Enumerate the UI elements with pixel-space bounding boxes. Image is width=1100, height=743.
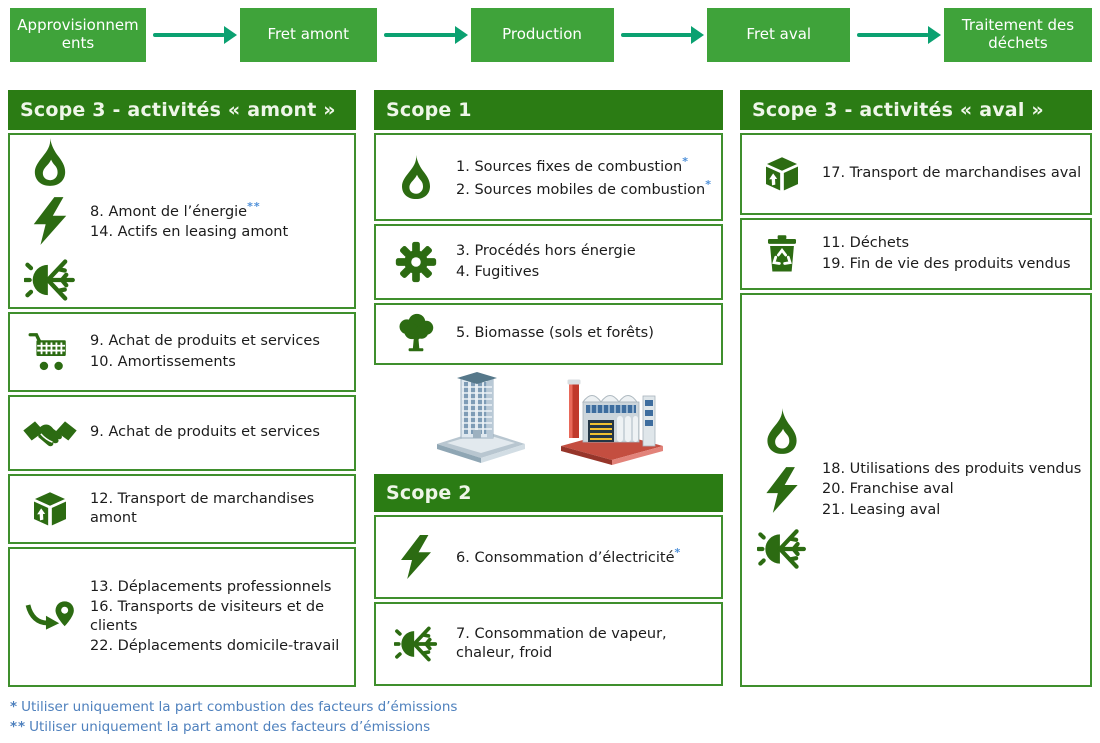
site-images [374, 364, 723, 468]
process-step-fret-amont: Fret amont [239, 8, 377, 62]
package-icon [762, 154, 802, 194]
scope3-aval-title: Scope 3 - activités « aval » [740, 90, 1092, 130]
tree-icon [393, 312, 439, 356]
double-asterisk-note: ** [247, 199, 261, 213]
scope3-amont-block-achats: 9. Achat de produits et services 10. Amo… [8, 312, 356, 392]
double-asterisk-marker: ** [10, 719, 27, 736]
scope3-amont-block-services: 9. Achat de produits et services [8, 395, 356, 471]
cold-icon [757, 524, 807, 574]
process-step-fret-aval: Fret aval [707, 8, 851, 62]
scope3-aval-block-utilisations: 18. Utilisations des produits vendus 20.… [740, 293, 1092, 687]
scope2-block-electricite: 6. Consommation d’électricité* [374, 515, 723, 599]
scope3-amont-block-deplacements: 13. Déplacements professionnels 16. Tran… [8, 547, 356, 687]
scope3-amont-column: Scope 3 - activités « amont » 8. Amont d… [8, 90, 356, 687]
cold-icon [394, 622, 438, 666]
arrow-right-icon [223, 26, 237, 44]
arrow-right-icon [928, 26, 941, 44]
asterisk-note: * [674, 546, 682, 560]
item-17: 17. Transport de marchandises aval [822, 165, 1082, 182]
item-9b: 9. Achat de produits et services [90, 424, 320, 441]
travel-icon [24, 595, 76, 639]
asterisk-note: * [682, 154, 689, 168]
scope3-amont-block-energie: 8. Amont de l’énergie** 14. Actifs en le… [8, 133, 356, 309]
item-14: 14. Actifs en leasing amont [90, 223, 289, 240]
scope1-title: Scope 1 [374, 90, 723, 130]
recycle-bin-icon [761, 233, 803, 275]
gear-icon [394, 240, 438, 284]
cold-icon [24, 254, 76, 306]
scope2-block-vapeur: 7. Consommation de vapeur, chaleur, froi… [374, 602, 723, 686]
scope1-block-procedes: 3. Procédés hors énergie 4. Fugitives [374, 224, 723, 300]
flame-icon [757, 406, 807, 456]
item-3: 3. Procédés hors énergie [456, 243, 636, 260]
process-bar: Approvisionnements Fret amont Production… [10, 8, 1092, 62]
process-step-production: Production [470, 8, 614, 62]
item-10: 10. Amortissements [90, 353, 236, 370]
item-4: 4. Fugitives [456, 263, 540, 280]
factory-image [560, 379, 663, 465]
item-21: 21. Leasing aval [822, 501, 941, 518]
process-arrow [377, 8, 471, 62]
scope2-column: Scope 2 6. Consommation d’électricité* 7… [374, 474, 723, 686]
bolt-icon [757, 465, 807, 515]
arrow-right-icon [691, 26, 705, 44]
item-18: 18. Utilisations des produits vendus [822, 461, 1082, 478]
process-arrow [850, 8, 944, 62]
bolt-icon [392, 533, 440, 581]
cart-icon [28, 330, 72, 374]
item-5: 5. Biomasse (sols et forêts) [456, 325, 654, 342]
item-8: 8. Amont de l’énergie** [90, 199, 261, 220]
footnote-combustion: *Utiliser uniquement la part combustion … [10, 699, 458, 715]
process-arrow [614, 8, 708, 62]
item-20: 20. Franchise aval [822, 481, 954, 498]
scope2-title: Scope 2 [374, 474, 723, 512]
process-step-approvisionnements: Approvisionnements [10, 8, 146, 62]
scope3-amont-title: Scope 3 - activités « amont » [8, 90, 356, 130]
package-icon [30, 489, 70, 529]
item-22: 22. Déplacements domicile-travail [90, 638, 340, 655]
footnote-amont: **Utiliser uniquement la part amont des … [10, 719, 431, 736]
office-building-image [436, 372, 525, 463]
scope3-aval-block-transport: 17. Transport de marchandises aval [740, 133, 1092, 215]
item-6: 6. Consommation d’électricité* [456, 546, 682, 566]
scope3-aval-block-dechets: 11. Déchets 19. Fin de vie des produits … [740, 218, 1092, 290]
item-9: 9. Achat de produits et services [90, 333, 320, 350]
scope3-aval-column: Scope 3 - activités « aval » 17. Transpo… [740, 90, 1092, 687]
scope1-block-biomasse: 5. Biomasse (sols et forêts) [374, 303, 723, 365]
item-1: 1. Sources fixes de combustion* [456, 154, 689, 175]
scope3-amont-block-transport: 12. Transport de marchandises amont [8, 474, 356, 544]
scope1-block-combustion: 1. Sources fixes de combustion* 2. Sourc… [374, 133, 723, 221]
asterisk-note: * [705, 177, 712, 191]
item-12: 12. Transport de marchandises amont [90, 490, 315, 526]
arrow-right-icon [454, 26, 468, 44]
item-13: 13. Déplacements professionnels [90, 578, 332, 595]
item-2: 2. Sources mobiles de combustion* [456, 177, 712, 198]
process-step-traitement-dechets: Traitement des déchets [944, 8, 1092, 62]
item-16: 16. Transports de visiteurs et de client… [90, 598, 325, 634]
item-19: 19. Fin de vie des produits vendus [822, 255, 1071, 272]
scope1-column: Scope 1 1. Sources fixes de combustion* … [374, 90, 723, 365]
asterisk-marker: * [10, 699, 19, 715]
bolt-icon [24, 195, 76, 247]
flame-icon [24, 136, 76, 188]
footnotes: *Utiliser uniquement la part combustion … [10, 697, 457, 738]
item-11: 11. Déchets [822, 235, 910, 252]
handshake-icon [23, 413, 77, 453]
item-7: 7. Consommation de vapeur, chaleur, froi… [456, 625, 667, 661]
process-arrow [146, 8, 240, 62]
flame-icon [392, 153, 440, 201]
